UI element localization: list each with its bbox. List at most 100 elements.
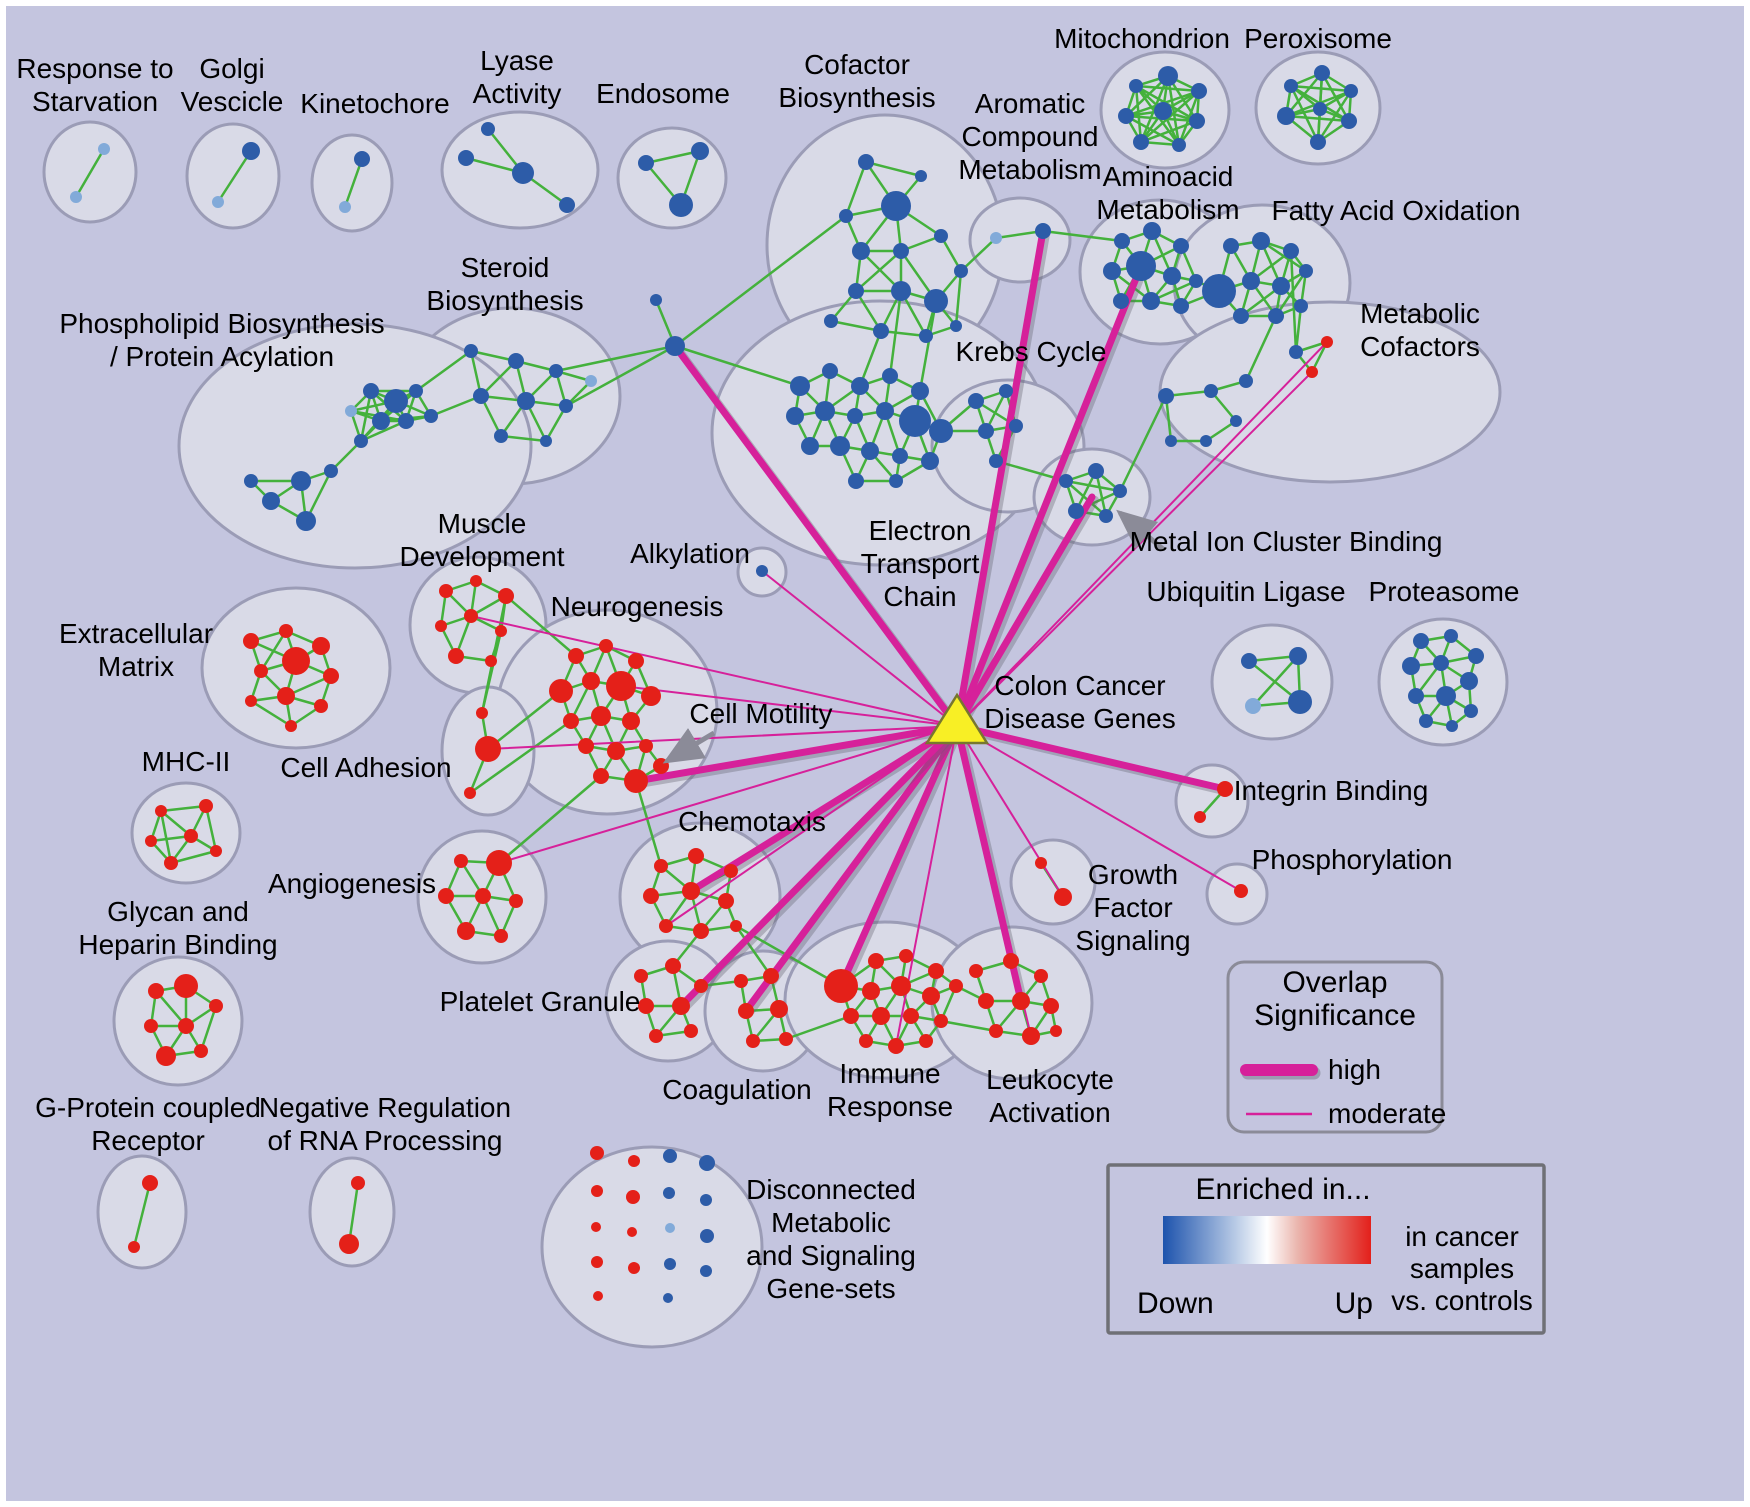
edge-endosome: [644, 149, 702, 165]
label-line: Colon Cancer: [994, 670, 1165, 701]
gene-set-node-coagulation: [779, 1032, 793, 1046]
legend-title-line: Significance: [1254, 999, 1416, 1032]
gene-set-node-extracellular-matrix: [254, 664, 268, 678]
gene-set-node-glycan-heparin-binding: [209, 999, 223, 1013]
gene-set-node-aminoacid-metabolism: [1189, 274, 1203, 288]
label-phosphorylation: Phosphorylation: [1252, 844, 1453, 875]
label-line: Negative Regulation: [259, 1092, 511, 1123]
overlap-edge-high: [671, 342, 961, 730]
label-line: Glycan and: [107, 896, 249, 927]
gene-set-node-angiogenesis: [494, 929, 508, 943]
legend-title-line: Overlap: [1282, 966, 1387, 999]
edge-golgi-vescicle: [216, 149, 253, 204]
gene-set-node-aminoacid-metabolism: [1173, 238, 1189, 254]
edge-cofactor-biosynthesis: [864, 160, 923, 178]
gene-set-node-mhc-ii: [145, 835, 157, 847]
gene-set-node-chemotaxis: [688, 848, 704, 864]
gene-set-node-cofactor-biosynthesis: [858, 154, 874, 170]
cluster-glycan-heparin-binding-ellipse: [112, 955, 244, 1087]
label-platelet-granule: Platelet Granule: [440, 986, 641, 1017]
gene-set-node-proteasome: [1464, 704, 1478, 718]
gene-set-node-angiogenesis: [454, 854, 468, 868]
gene-set-node-immune-response: [922, 987, 940, 1005]
cluster-kinetochore-ellipse: [310, 133, 394, 233]
gene-set-node-muscle-development: [470, 575, 482, 587]
gene-set-node-phospholipid-acylation: [424, 409, 438, 423]
gene-set-node-disconnected-gene-sets: [591, 1185, 603, 1197]
inter-cluster-edge: [468, 719, 573, 795]
gene-set-node-fatty-acid-oxidation: [1202, 274, 1236, 308]
gene-set-node-immune-response: [949, 979, 963, 993]
gene-set-node-fatty-acid-oxidation: [1272, 277, 1290, 295]
label-line: Metal Ion Cluster Binding: [1130, 526, 1443, 557]
gene-set-node-peroxisome: [1277, 107, 1295, 125]
gene-set-node-cofactor-biosynthesis: [881, 191, 911, 221]
gene-set-node-immune-response: [872, 1007, 890, 1025]
gene-set-node-aminoacid-metabolism: [1163, 267, 1181, 285]
legend-high-label: high: [1328, 1054, 1381, 1085]
gene-set-node-chemotaxis: [730, 920, 742, 932]
gene-set-node-peroxisome: [1314, 65, 1330, 81]
gene-set-node-aromatic-compound-metabolism: [1035, 223, 1051, 239]
gene-set-node-neurogenesis: [639, 739, 653, 753]
gene-set-node-lyase-activity: [559, 197, 575, 213]
overlap-edge-high-shadow: [747, 725, 964, 1015]
gene-set-node-fatty-acid-oxidation: [1294, 299, 1308, 313]
gene-set-node-glycan-heparin-binding: [174, 974, 198, 998]
gene-set-node-disconnected-gene-sets: [663, 1149, 677, 1163]
gene-set-node-mitochondrion: [1172, 138, 1186, 152]
gene-set-node-proteasome: [1460, 672, 1478, 690]
label-chemotaxis: Chemotaxis: [678, 806, 826, 837]
label-line: Electron: [869, 515, 972, 546]
overlap-edge-moderate: [665, 725, 958, 927]
gene-set-node-muscle-development: [495, 625, 507, 637]
gene-set-node-platelet-granule: [672, 997, 690, 1015]
gene-set-node-metabolic-cofactors: [1204, 384, 1218, 398]
gene-set-node-immune-response: [824, 969, 858, 1003]
gene-set-node-steroid-biosynthesis: [464, 344, 478, 358]
gene-set-node-cofactor-biosynthesis: [915, 170, 927, 182]
gene-set-node-electron-transport-chain-krebs: [1009, 419, 1023, 433]
gene-set-node-leukocyte-activation: [989, 1024, 1003, 1038]
gene-set-node-cofactor-biosynthesis: [848, 283, 864, 299]
gene-set-node-integrin-binding: [1217, 781, 1233, 797]
gene-set-node-cofactor-biosynthesis: [839, 209, 853, 223]
label-line: Krebs Cycle: [956, 336, 1107, 367]
gene-set-node-disconnected-gene-sets: [663, 1187, 675, 1199]
legend-up-label: Up: [1335, 1287, 1373, 1320]
label-line: Growth: [1088, 859, 1178, 890]
gene-set-node-angiogenesis: [457, 922, 475, 940]
label-cell-motility: Cell Motility: [689, 698, 832, 729]
gene-set-node-leukocyte-activation: [1034, 969, 1048, 983]
gene-set-node-proteasome: [1413, 633, 1429, 649]
gene-set-node-g-protein-coupled-receptor: [128, 1241, 140, 1253]
gene-set-node-metal-ion-cluster-binding: [1059, 474, 1073, 488]
edge-mhc-ii: [159, 804, 208, 813]
label-fatty-acid-oxidation: Fatty Acid Oxidation: [1271, 195, 1520, 226]
label-line: Proteasome: [1369, 576, 1520, 607]
gene-set-node-extracellular-matrix: [245, 695, 257, 707]
gene-set-node-fatty-acid-oxidation: [1283, 243, 1299, 259]
gene-set-node-peroxisome: [1310, 134, 1326, 150]
inter-cluster-edge: [1118, 394, 1168, 493]
label-line: Metabolism: [958, 154, 1101, 185]
gene-set-node-angiogenesis: [438, 888, 454, 904]
label-line: Metabolic: [1360, 298, 1480, 329]
label-line: Mitochondrion: [1054, 23, 1230, 54]
gene-set-node-metal-ion-cluster-binding: [1068, 503, 1084, 519]
gene-set-node-phospholipid-acylation: [354, 434, 368, 448]
gene-set-node-lyase-activity: [481, 122, 495, 136]
overlap-edge-high: [687, 722, 961, 895]
edge-cofactor-biosynthesis: [844, 160, 868, 218]
gene-set-node-electron-transport-chain-krebs: [882, 368, 898, 384]
gene-set-node-phospholipid-acylation: [384, 389, 408, 413]
gene-set-node-metabolic-cofactors: [1158, 388, 1174, 404]
label-line: Leukocyte: [986, 1064, 1114, 1095]
gene-set-node-disconnected-gene-sets: [626, 1190, 640, 1204]
label-line: Phosphorylation: [1252, 844, 1453, 875]
